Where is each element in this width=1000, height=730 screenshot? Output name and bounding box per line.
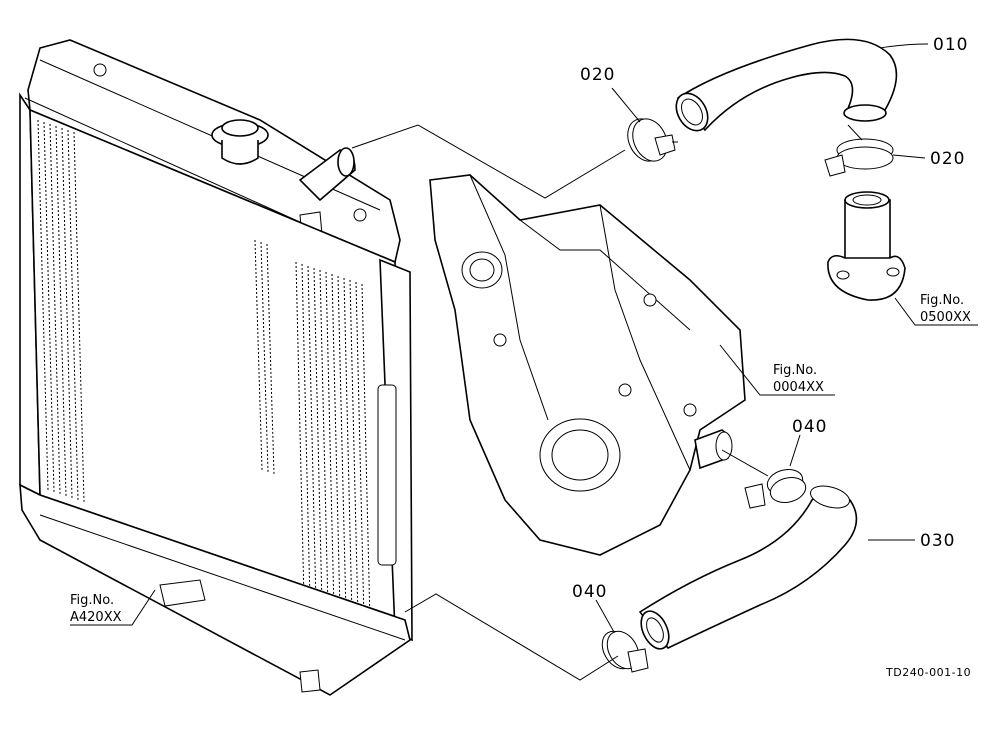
callout-030: 030 [920,531,955,551]
fig-ref-radiator-number: A420XX [70,610,122,625]
fig-ref-gear-case-label: Fig.No. [773,363,817,378]
gear-case [429,174,746,556]
hose-clamp-020-right [824,138,894,177]
lower-hose-030 [638,485,858,650]
hose-clamp-040-right [744,469,807,509]
document-id: TD240-001-10 [885,666,971,679]
callout-020-right: 020 [930,149,965,169]
callout-020-top: 020 [580,65,615,85]
radiator-assembly [19,39,413,696]
callout-010: 010 [933,35,968,55]
figure-references: Fig.No. A420XX Fig.No. 0004XX Fig.No. 05… [70,293,971,625]
upper-hose-010 [675,38,898,132]
callout-040-bottom: 040 [572,582,607,602]
callout-040-right: 040 [792,417,827,437]
fig-ref-radiator-label: Fig.No. [70,593,114,608]
hose-clamp-040-bottom [601,630,649,673]
fig-ref-water-flange-label: Fig.No. [920,293,964,308]
water-flange [827,191,906,301]
fig-ref-gear-case-number: 0004XX [773,380,824,395]
hose-clamp-020-top [627,118,678,162]
fig-ref-water-flange-number: 0500XX [920,310,971,325]
assembly-guide-lines [351,124,863,681]
callout-labels: 010 020 020 030 040 040 [572,35,968,602]
leader-lines [70,43,978,633]
